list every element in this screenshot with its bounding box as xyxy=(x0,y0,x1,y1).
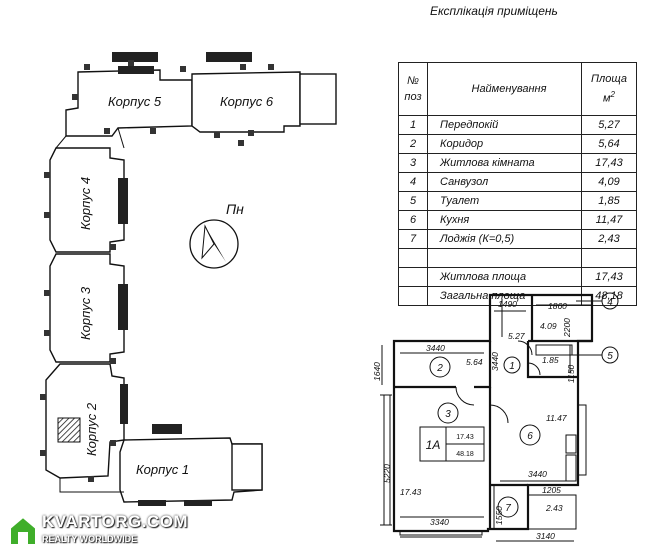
north-label: Пн xyxy=(226,201,244,217)
header-name: Найменування xyxy=(427,62,582,116)
dim-1640: 1640 xyxy=(372,362,382,381)
balcony-block xyxy=(118,178,128,224)
balcony-block xyxy=(152,424,182,434)
area-11-47: 11.47 xyxy=(546,413,567,423)
balcony-block xyxy=(184,500,212,506)
building-1-label: Корпус 1 xyxy=(136,462,189,477)
table-header-row: № поз Найменування Площа м2 xyxy=(398,62,637,116)
connector-line xyxy=(59,478,124,493)
north-arrow-icon: Пн xyxy=(189,201,244,269)
dimension-line xyxy=(494,304,588,312)
apartment-plan: 1490 1860 5.27 4.09 2200 3440 3440 5.64 … xyxy=(372,292,619,542)
balcony-block xyxy=(118,66,154,74)
box-living-area: 17.43 xyxy=(456,434,474,441)
site-plan: Корпус 5 Корпус 6 Корпус 1 Корпус 4 Корп… xyxy=(40,52,337,506)
callout-5 xyxy=(601,346,619,364)
room-number-7: 7 xyxy=(505,503,511,514)
building-3-label: Корпус 3 xyxy=(78,286,93,340)
building-4-label: Корпус 4 xyxy=(78,177,93,230)
watermark-logo-icon xyxy=(9,515,37,546)
room-number-3: 3 xyxy=(445,409,451,420)
balcony-block xyxy=(206,52,252,62)
loggia-outline xyxy=(493,485,577,530)
room-marker-3 xyxy=(437,402,459,424)
balcony-block xyxy=(118,284,128,330)
window-lines xyxy=(578,404,587,476)
dim-1550: 1550 xyxy=(494,506,504,525)
callout-number-4: 4 xyxy=(607,297,613,308)
header-area: Площа м2 xyxy=(581,62,637,116)
room-number-2: 2 xyxy=(436,363,443,374)
area-5-64: 5.64 xyxy=(466,357,483,367)
area-17-43: 17.43 xyxy=(400,487,422,497)
dim-1490: 1490 xyxy=(498,299,517,309)
building-6-label: Корпус 6 xyxy=(220,94,274,109)
callout-4 xyxy=(601,292,619,310)
building-1-outline xyxy=(119,437,263,503)
area-1-85: 1.85 xyxy=(542,355,559,365)
dimension-line xyxy=(381,299,571,525)
explication-title: Експлікація приміщень xyxy=(430,4,558,18)
bathtub xyxy=(535,344,573,356)
building-3-outline xyxy=(49,253,125,363)
table-row-empty xyxy=(398,248,637,268)
kitchen-counter xyxy=(565,454,577,482)
dim-3440-kitchen: 3440 xyxy=(528,469,547,479)
dim-5220: 5220 xyxy=(382,464,392,483)
building-2-label: Корпус 2 xyxy=(84,402,99,456)
building-1-annex xyxy=(231,443,263,491)
watermark-subtext: REALTY WORLDWIDE xyxy=(42,534,138,544)
watermark: KVARTORG.COM REALTY WORLDWIDE xyxy=(2,510,192,552)
door-swing xyxy=(455,386,475,406)
watermark-text: KVARTORG.COM xyxy=(42,512,189,531)
header-no: № поз xyxy=(398,62,428,116)
room-number-6: 6 xyxy=(527,431,533,442)
area-4-09: 4.09 xyxy=(540,321,557,331)
apartment-type-label: 1А xyxy=(426,438,441,452)
area-2-43: 2.43 xyxy=(545,503,563,513)
dim-1205: 1205 xyxy=(542,485,561,495)
dim-3440-vertical: 3440 xyxy=(490,352,500,371)
room-marker-6 xyxy=(519,424,541,446)
stove xyxy=(565,434,577,454)
connector-line xyxy=(117,127,125,149)
balcony-block xyxy=(120,384,128,424)
balcony-block xyxy=(138,500,166,506)
connector-line xyxy=(55,135,67,149)
area-5-27: 5.27 xyxy=(508,331,525,341)
apartment-outer-wall xyxy=(392,293,594,533)
room-number-1: 1 xyxy=(509,361,515,372)
window-lines xyxy=(399,531,483,538)
inner-wall xyxy=(526,341,578,379)
dimension-line xyxy=(400,352,574,542)
dim-3340: 3340 xyxy=(430,517,449,527)
room-marker-2 xyxy=(429,356,451,378)
door-swing xyxy=(527,362,541,376)
dim-3440-top: 3440 xyxy=(426,343,445,353)
callout-number-5: 5 xyxy=(607,351,613,362)
door-swing xyxy=(489,404,509,424)
building-5-label: Корпус 5 xyxy=(108,94,162,109)
room-marker-7 xyxy=(497,496,519,518)
dim-1860: 1860 xyxy=(548,301,567,311)
dim-2200: 2200 xyxy=(562,318,572,338)
balcony-block xyxy=(112,52,158,62)
building-6-annex xyxy=(299,73,337,125)
room-marker-1 xyxy=(503,356,521,374)
dim-3140: 3140 xyxy=(536,531,555,541)
highlighted-section xyxy=(57,417,81,443)
dim-1150: 1150 xyxy=(566,364,576,383)
door-swing xyxy=(517,340,533,356)
box-total-area: 48.18 xyxy=(456,451,474,458)
